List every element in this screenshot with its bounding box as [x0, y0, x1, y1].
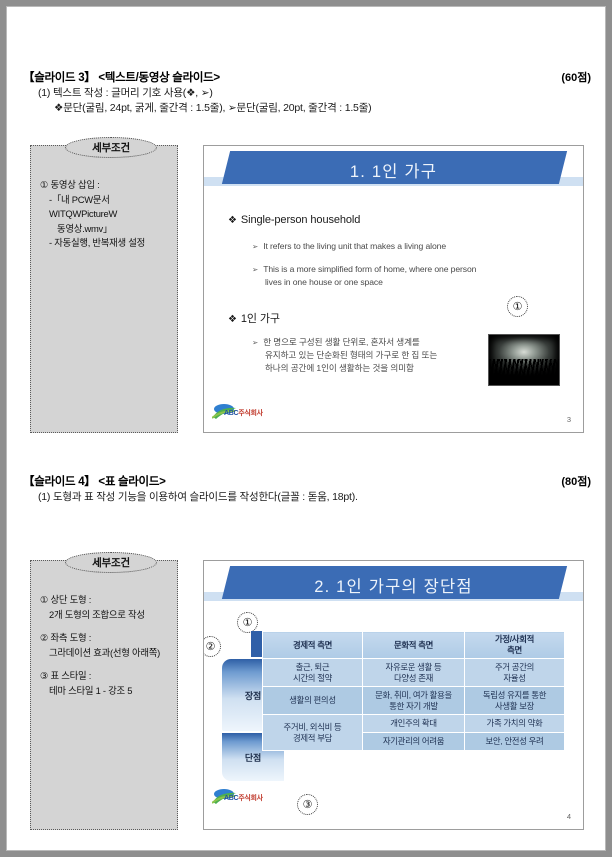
requirement-line-1-slide3: (1) 텍스트 작성 : 글머리 기호 사용(❖, ➢): [38, 87, 213, 99]
logo-abc-text: ABC: [224, 795, 239, 802]
problem-title-slide4: 【슬라이드 4】 <표 슬라이드>: [23, 476, 166, 488]
condition-item: ③ 표 스타일 : 테마 스타일 1 - 강조 5: [40, 669, 171, 698]
bullet-text-cont: lives in one house or one space: [265, 277, 383, 287]
table-cell: 독립성 유지를 통한 사생활 보장: [464, 686, 565, 715]
table-element: 경제적 측면 문화적 측면 가정/사회적 측면 출근, 퇴근 시간의 절약 자유…: [262, 631, 565, 751]
table-row: 주거비, 외식비 등 경제적 부담 개인주의 확대 가족 가치의 약화: [262, 714, 565, 751]
table-cell: 출근, 퇴근 시간의 절약: [262, 658, 363, 687]
condition-item-sub2: 동영상.wmv」: [57, 222, 113, 234]
problem-score-slide3: (60점): [561, 72, 591, 84]
bullet-level1-kr: ❖1인 가구: [228, 310, 280, 326]
table-header-row: 경제적 측면 문화적 측면 가정/사회적 측면: [262, 631, 565, 659]
problem-title-slide3: 【슬라이드 3】 <텍스트/동영상 슬라이드>: [23, 72, 220, 84]
condition-item-sub1: -「내 PCW문서WITQWPictureW: [49, 193, 118, 220]
slide-preview-4: 2. 1인 가구의 장단점 ① ② ③ 장점 단점 경제적 측면 문화적 측면 …: [203, 560, 584, 830]
video-thumbnail: [488, 334, 560, 386]
bullet-level1-en: ❖Single-person household: [228, 214, 360, 226]
problem-block-slide4: 【슬라이드 4】 <표 슬라이드> (80점) (1) 도형과 표 작성 기능을…: [7, 473, 605, 505]
condition-label-slide4: 세부조건: [65, 552, 157, 573]
arrow-bullet-icon: ➢: [252, 265, 259, 274]
table-cell: 개인주의 확대: [362, 714, 465, 733]
condition-label-slide3: 세부조건: [65, 137, 157, 158]
diamond-bullet-icon: ❖: [228, 215, 237, 226]
table-header-cell-3: 가정/사회적 측면: [464, 631, 565, 659]
condition-item: ② 좌측 도형 : 그라데이션 효과(선형 아래쪽): [40, 631, 171, 660]
condition-item-sub1: 2개 도형의 조합으로 작성: [49, 608, 145, 620]
logo-kr-text: 주식회사: [238, 410, 263, 417]
company-logo-4: ABC주식회사: [212, 789, 272, 805]
logo-abc-text: ABC: [224, 410, 239, 417]
table-cell: 자유로운 생활 등 다양성 존재: [362, 658, 465, 687]
comparison-table: 경제적 측면 문화적 측면 가정/사회적 측면 출근, 퇴근 시간의 절약 자유…: [262, 631, 565, 751]
chevron-left-cap-icon: [251, 631, 265, 657]
table-cell: 생활의 편의성: [262, 686, 363, 715]
table-header-cell-1: 경제적 측면: [262, 631, 363, 659]
problem-header-slide4: 【슬라이드 4】 <표 슬라이드> (80점): [7, 473, 605, 490]
swoosh-icon: [212, 404, 236, 419]
annotation-marker-2-slide4: ②: [204, 636, 221, 657]
diamond-bullet-icon: ❖: [228, 314, 237, 325]
arrow-bullet-icon: ➢: [252, 338, 259, 347]
annotation-marker-1: ①: [507, 296, 528, 317]
condition-box-slide3: 세부조건 ① 동영상 삽입 : -「내 PCW문서WITQWPictureW 동…: [30, 137, 178, 433]
annotation-marker-1-slide4: ①: [237, 612, 258, 633]
bullet-text: 1인 가구: [240, 313, 280, 325]
bullet-level2-en-1: ➢ It refers to the living unit that makes…: [252, 240, 446, 253]
table-row: 출근, 퇴근 시간의 절약 자유로운 생활 등 다양성 존재 주거 공간의 자율…: [262, 658, 565, 687]
bullet-text-cont2: 하나의 공간에 1인이 생활하는 것을 의미함: [265, 363, 414, 373]
bullet-text: It refers to the living unit that makes …: [263, 241, 446, 251]
condition-item: ① 상단 도형 : 2개 도형의 조합으로 작성: [40, 593, 171, 622]
table-row: 자기관리의 어려움 보안, 안전성 우려: [263, 732, 565, 751]
condition-list-slide3: ① 동영상 삽입 : -「내 PCW문서WITQWPictureW 동영상.wm…: [40, 178, 171, 260]
problem-score-slide4: (80점): [561, 476, 591, 488]
table-header-cell-2: 문화적 측면: [362, 631, 465, 659]
table-cell: 문화, 취미, 여가 활용을 통한 자기 개발: [362, 686, 465, 715]
bullet-text: 한 명으로 구성된 생활 단위로, 혼자서 생계를: [263, 337, 420, 347]
table-row: 생활의 편의성 문화, 취미, 여가 활용을 통한 자기 개발 독립성 유지를 …: [262, 686, 565, 715]
table-cell: 자기관리의 어려움: [362, 732, 465, 751]
company-logo-text-4: ABC주식회사: [224, 793, 263, 803]
bullet-text: This is a more simplified form of home, …: [263, 264, 477, 274]
requirement-line-1-slide4: (1) 도형과 표 작성 기능을 이용하여 슬라이드를 작성한다(글꼴 : 돋움…: [38, 491, 358, 503]
table-cell: 주거비, 외식비 등 경제적 부담: [262, 714, 363, 751]
problem-header-slide3: 【슬라이드 3】 <텍스트/동영상 슬라이드> (60점): [7, 69, 605, 86]
logo-kr-text: 주식회사: [238, 795, 263, 802]
condition-item-sub1: 테마 스타일 1 - 강조 5: [49, 684, 133, 696]
slide-title-4: 2. 1인 가구의 장단점: [314, 578, 473, 596]
table-cell: 보안, 안전성 우려: [464, 732, 565, 751]
annotation-marker-3-slide4: ③: [297, 794, 318, 815]
problem-block-slide3: 【슬라이드 3】 <텍스트/동영상 슬라이드> (60점) (1) 텍스트 작성…: [7, 69, 605, 116]
condition-list-slide4: ① 상단 도형 : 2개 도형의 조합으로 작성 ② 좌측 도형 : 그라데이션…: [40, 593, 171, 707]
bullet-text: Single-person household: [240, 214, 361, 226]
swoosh-icon: [212, 789, 236, 804]
table-cell: 주거 공간의 자율성: [464, 658, 565, 687]
video-vignette: [489, 335, 559, 385]
condition-item: ① 동영상 삽입 : -「내 PCW문서WITQWPictureW 동영상.wm…: [40, 178, 171, 251]
condition-item-number: ③ 표 스타일 :: [40, 670, 92, 681]
arrow-bullet-icon: ➢: [252, 242, 259, 251]
condition-item-number: ① 동영상 삽입 :: [40, 179, 100, 190]
slide-title-3: 1. 1인 가구: [349, 163, 438, 181]
company-logo-text-3: ABC주식회사: [224, 408, 263, 418]
company-logo-3: ABC주식회사: [212, 404, 272, 420]
condition-item-sub1: 그라데이션 효과(선형 아래쪽): [49, 646, 160, 658]
bullet-level2-en-2: ➢ This is a more simplified form of home,…: [252, 263, 476, 289]
video-grass: [489, 359, 559, 385]
condition-box-slide4: 세부조건 ① 상단 도형 : 2개 도형의 조합으로 작성 ② 좌측 도형 : …: [30, 552, 178, 830]
table-cell: 가족 가치의 약화: [464, 714, 565, 733]
condition-item-number: ② 좌측 도형 :: [40, 632, 92, 643]
slide-page-number-4: 4: [566, 812, 571, 821]
slide-page-number-3: 3: [566, 415, 571, 424]
condition-item-number: ① 상단 도형 :: [40, 594, 92, 605]
slide-preview-3: 1. 1인 가구 ❖Single-person household ➢It re…: [203, 145, 584, 433]
condition-item-sub3: - 자동실행, 반복재생 설정: [49, 237, 146, 248]
bullet-level2-kr: ➢ 한 명으로 구성된 생활 단위로, 혼자서 생계를 유지하고 있는 단순화된 …: [252, 336, 437, 375]
document-page: 【슬라이드 3】 <텍스트/동영상 슬라이드> (60점) (1) 텍스트 작성…: [6, 6, 606, 851]
bullet-text-cont: 유지하고 있는 단순화된 형태의 가구로 한 집 또는: [265, 350, 438, 360]
requirement-line-2-slide3: ❖문단(굴림, 24pt, 굵게, 줄간격 : 1.5줄), ➢문단(굴림, 2…: [54, 102, 372, 114]
